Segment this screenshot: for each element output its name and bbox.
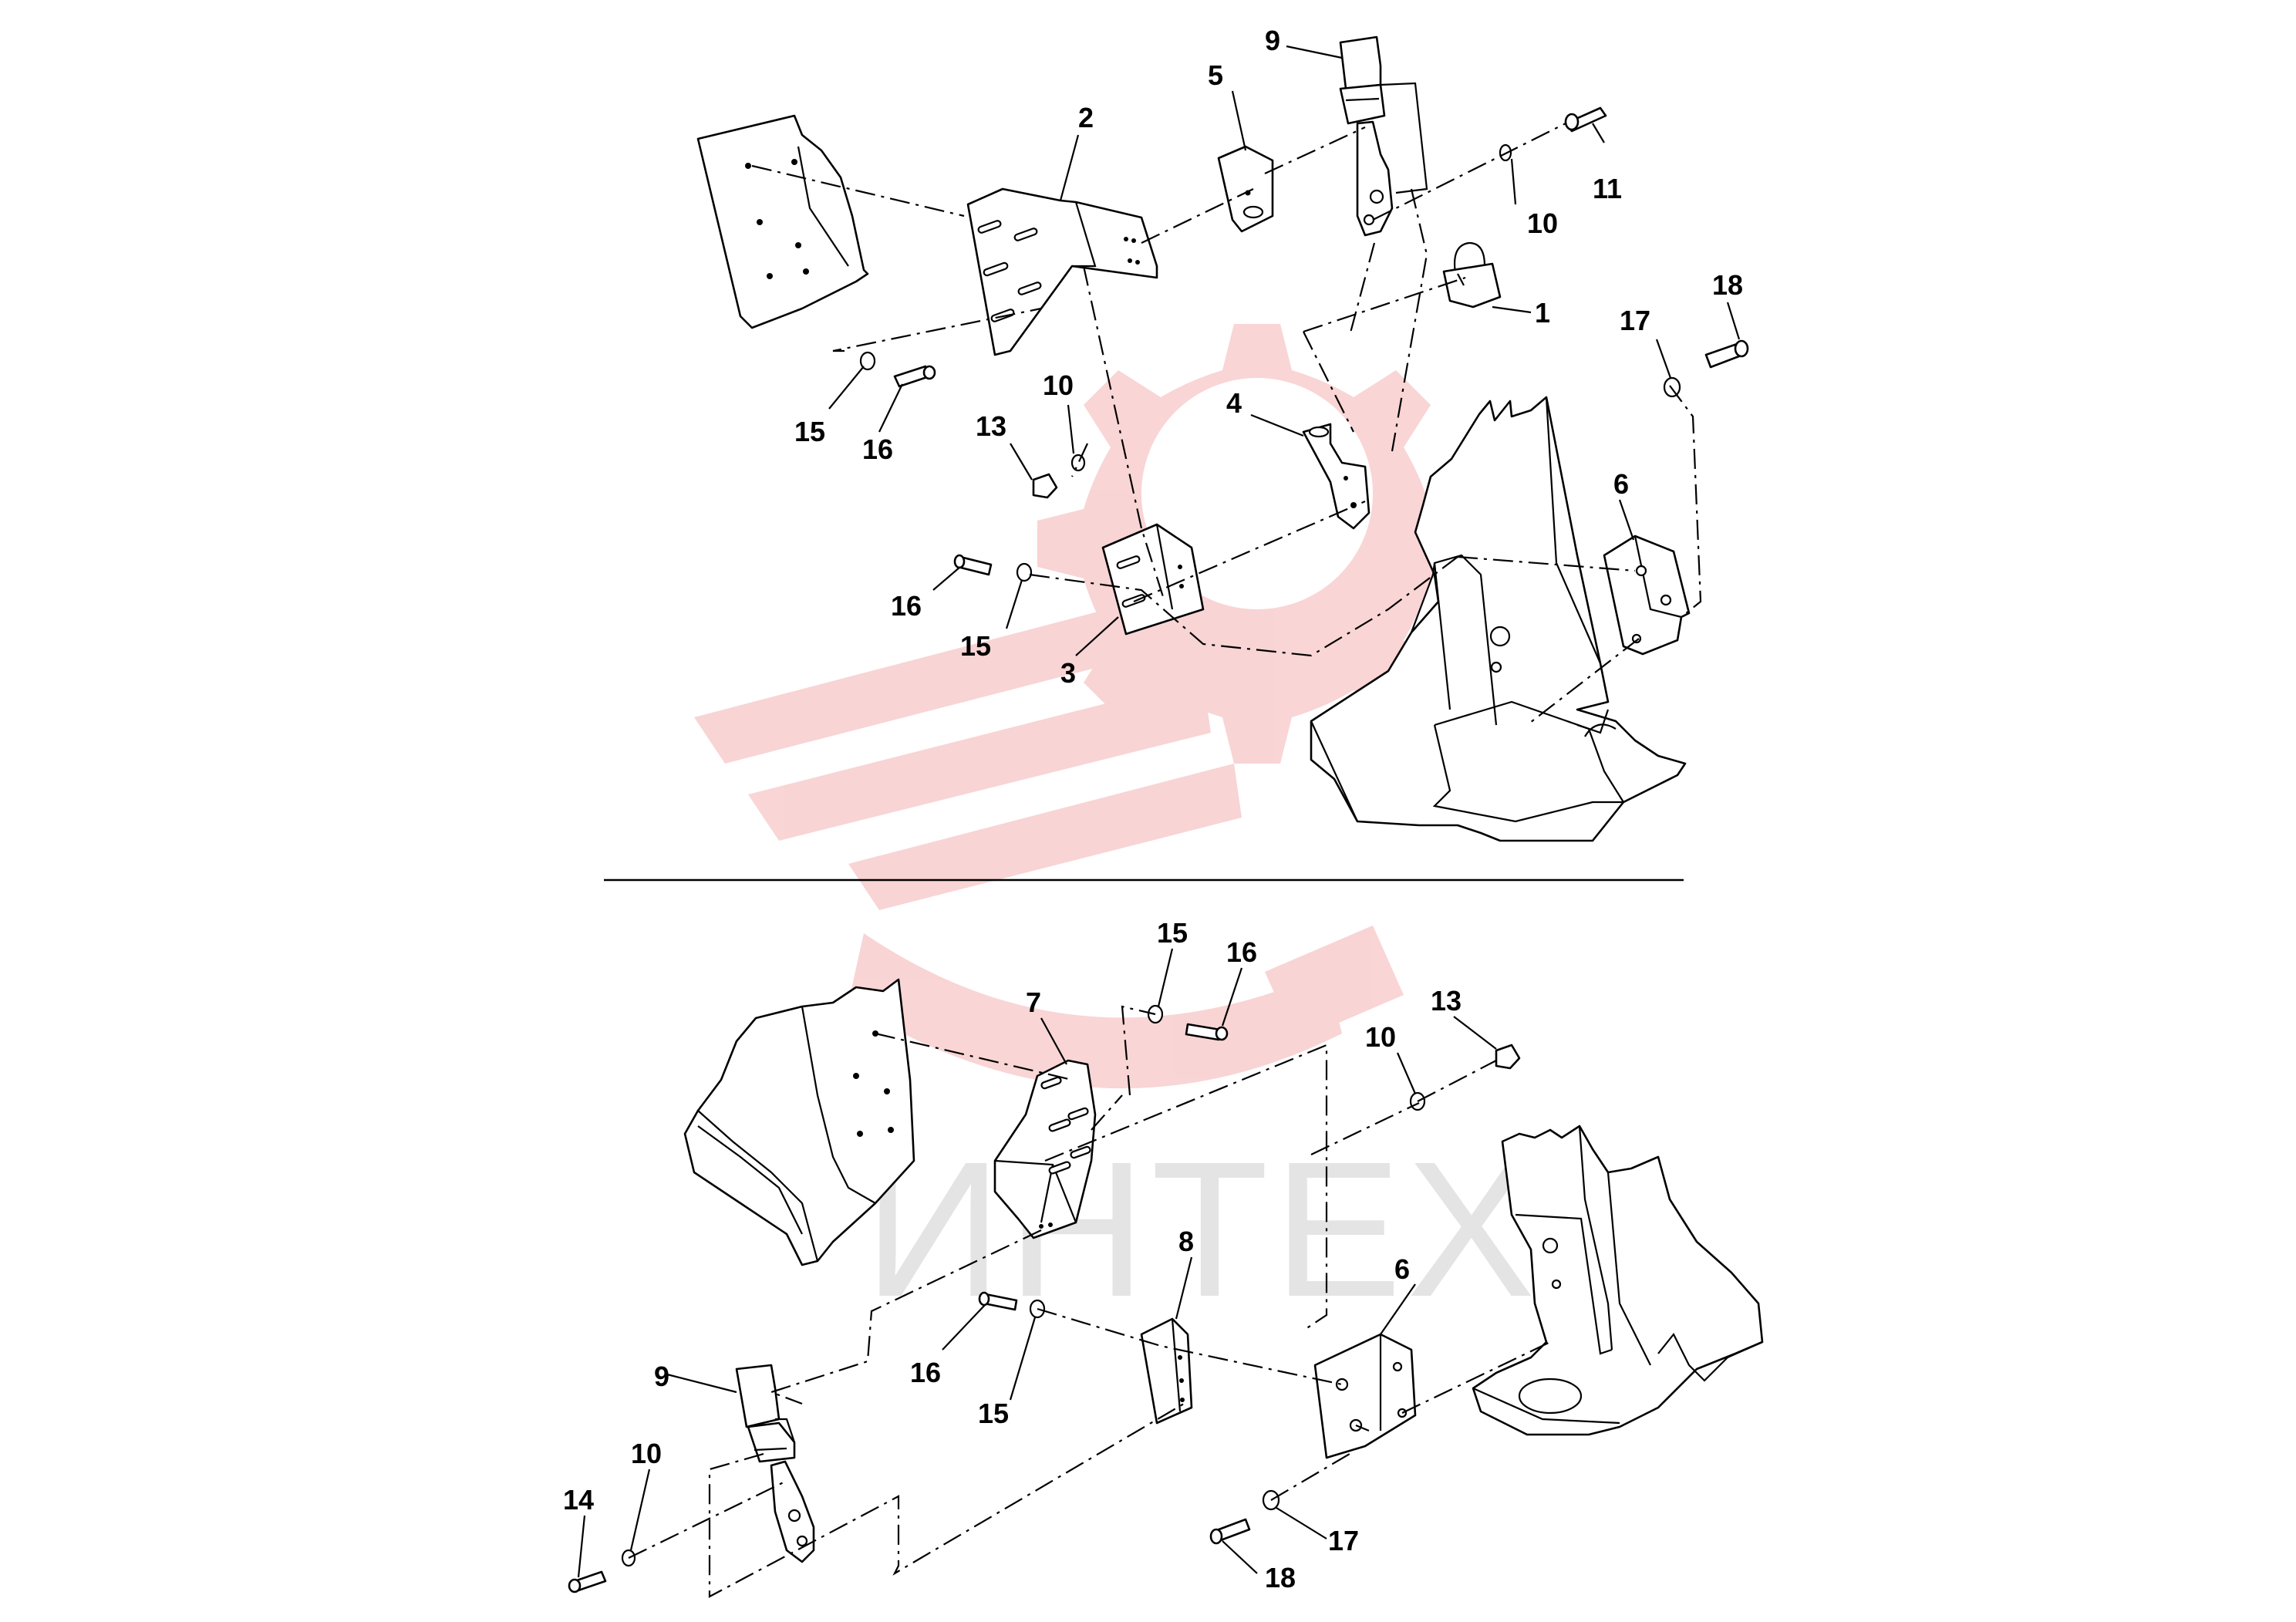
watermark-lobe bbox=[848, 933, 1342, 1089]
callout-top-6: 6 bbox=[1613, 468, 1629, 500]
top-assembly: 2 5 9 11 10 1 18 17 6 4 10 13 15 16 16 1… bbox=[696, 25, 1749, 842]
callout-top-3: 3 bbox=[1060, 657, 1076, 689]
part-7-bracket bbox=[993, 1059, 1097, 1239]
callout-top-10b: 10 bbox=[1043, 369, 1074, 401]
callout-bottom-10a: 10 bbox=[1365, 1021, 1396, 1053]
top-leader-lines bbox=[828, 45, 1741, 656]
callout-top-15a: 15 bbox=[794, 416, 825, 447]
top-alignment-lines bbox=[751, 123, 1702, 726]
bottom-callouts: 15 16 7 13 10 8 6 16 15 9 10 14 17 18 bbox=[563, 917, 1462, 1593]
callout-bottom-6: 6 bbox=[1394, 1253, 1410, 1285]
callout-bottom-13: 13 bbox=[1431, 985, 1462, 1017]
part-6-bracket-top bbox=[1603, 534, 1691, 656]
callout-bottom-9: 9 bbox=[654, 1361, 669, 1392]
callout-bottom-8: 8 bbox=[1178, 1226, 1194, 1257]
callout-bottom-16a: 16 bbox=[1226, 936, 1257, 968]
callout-top-13: 13 bbox=[976, 410, 1006, 442]
watermark-lobe-2 bbox=[1265, 926, 1404, 1041]
callout-bottom-10b: 10 bbox=[631, 1438, 662, 1469]
callout-top-17: 17 bbox=[1620, 305, 1650, 336]
callout-bottom-14: 14 bbox=[563, 1484, 594, 1516]
part-2-bracket bbox=[966, 187, 1158, 356]
callout-bottom-15a: 15 bbox=[1157, 917, 1188, 949]
watermark-streak-3 bbox=[848, 764, 1242, 910]
callout-bottom-18: 18 bbox=[1265, 1562, 1296, 1593]
watermark-logo bbox=[694, 324, 1477, 1089]
callout-top-4: 4 bbox=[1226, 387, 1242, 419]
top-left-panel bbox=[696, 114, 869, 329]
top-callouts: 2 5 9 11 10 1 18 17 6 4 10 13 15 16 16 1… bbox=[794, 25, 1743, 689]
callout-top-11: 11 bbox=[1593, 173, 1622, 204]
part-9-latch-top bbox=[1339, 35, 1428, 237]
watermark-streak-2 bbox=[748, 679, 1211, 841]
part-8-plate bbox=[1140, 1317, 1193, 1425]
callout-top-18: 18 bbox=[1712, 269, 1743, 301]
callout-top-16a: 16 bbox=[862, 433, 893, 465]
part-3-plate bbox=[1101, 523, 1205, 636]
callout-top-1: 1 bbox=[1535, 297, 1550, 329]
part-6-bracket-bottom bbox=[1313, 1333, 1417, 1459]
top-frame bbox=[1310, 396, 1687, 842]
callout-bottom-16b: 16 bbox=[910, 1357, 941, 1388]
bottom-left-panel bbox=[683, 978, 915, 1266]
top-fasteners bbox=[859, 106, 1749, 582]
bottom-fasteners bbox=[568, 1004, 1521, 1593]
part-5-plate bbox=[1217, 145, 1274, 233]
callout-top-10a: 10 bbox=[1527, 207, 1558, 239]
part-9-latch-bottom bbox=[735, 1364, 815, 1563]
bottom-alignment-lines bbox=[628, 1005, 1551, 1598]
bottom-assembly: 15 16 7 13 10 8 6 16 15 9 10 14 17 18 bbox=[563, 917, 1764, 1598]
part-1-padlock-icon bbox=[1442, 241, 1502, 309]
callout-top-2: 2 bbox=[1078, 102, 1094, 133]
callout-bottom-7: 7 bbox=[1026, 986, 1041, 1018]
callout-top-5: 5 bbox=[1208, 59, 1223, 91]
watermark-streak-1 bbox=[694, 586, 1203, 764]
part-4-bracket bbox=[1302, 423, 1371, 530]
bottom-frame bbox=[1472, 1125, 1764, 1436]
bottom-leader-lines bbox=[577, 948, 1497, 1578]
callout-top-16b: 16 bbox=[891, 590, 922, 622]
watermark-text: ИНТЕХ bbox=[864, 1121, 1539, 1337]
callout-top-9: 9 bbox=[1265, 25, 1280, 56]
callout-bottom-17: 17 bbox=[1328, 1525, 1359, 1556]
callout-top-15b: 15 bbox=[960, 630, 991, 662]
callout-bottom-15b: 15 bbox=[978, 1398, 1009, 1429]
